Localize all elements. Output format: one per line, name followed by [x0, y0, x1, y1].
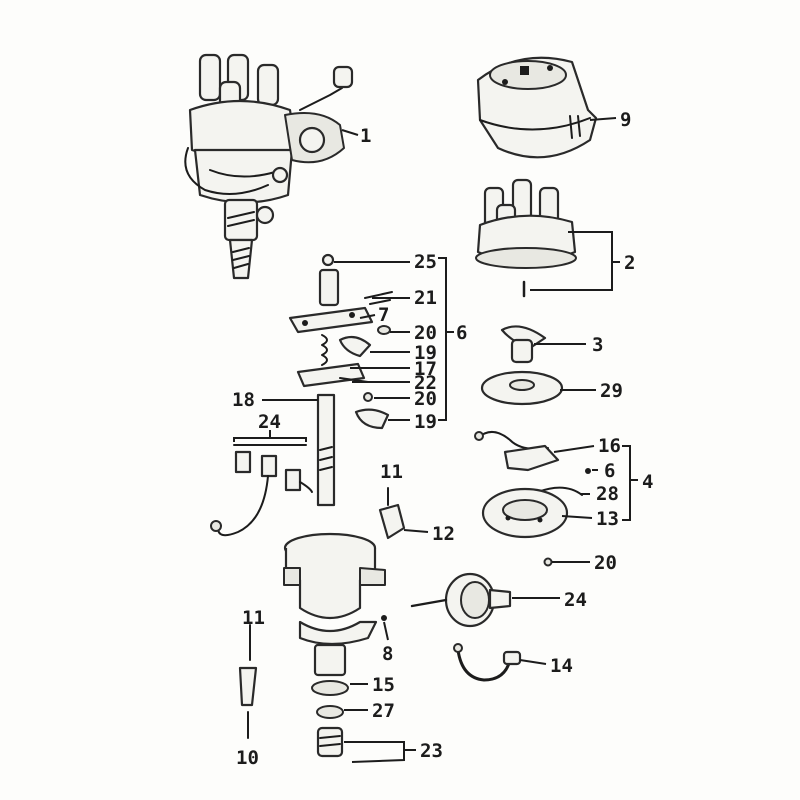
callout-18-label: 18 [232, 389, 255, 411]
callout-20-label-middle: 20 [414, 388, 437, 410]
callout-8-label: 8 [382, 643, 393, 665]
callout-23-label: 23 [420, 740, 443, 762]
washer-plate-part [480, 370, 564, 406]
callout-16-label: 16 [598, 435, 621, 457]
callout-4-label: 4 [642, 471, 653, 493]
callout-19-label-upper: 19 [414, 342, 437, 364]
callout-17-label: 17 [414, 358, 437, 380]
callout-11-label-upper: 11 [380, 461, 403, 483]
contact-clip-part [378, 487, 406, 540]
retaining-clip-part [238, 624, 258, 739]
vacuum-hose-part [453, 643, 522, 682]
callout-12-label: 12 [432, 523, 455, 545]
callout-7-label: 7 [378, 304, 389, 326]
rotor-part [500, 325, 547, 364]
callout-14-label: 14 [550, 655, 573, 677]
distributor-assembly-part [184, 53, 354, 280]
wiring-lead-assembly-part [210, 444, 313, 537]
distributor-housing-part [283, 532, 387, 758]
callout-27-label: 27 [372, 700, 395, 722]
callout-labels: 1 9 2 25 21 7 20 6 19 17 22 20 19 18 3 2… [232, 109, 653, 769]
callout-20-label-lower: 20 [594, 552, 617, 574]
callout-13-label: 13 [596, 508, 619, 530]
callout-25-label: 25 [414, 251, 437, 273]
callout-6-label: 6 [456, 322, 467, 344]
leader-lines [233, 117, 638, 763]
vacuum-advance-unit-part [410, 572, 512, 628]
callout-11-label-lower: 11 [242, 607, 265, 629]
callout-24-label-vacuum: 24 [564, 589, 587, 611]
callout-1-label: 1 [360, 125, 371, 147]
callout-10-label: 10 [236, 747, 259, 769]
callout-19-label-lower: 19 [414, 411, 437, 433]
callout-6-label-breaker: 6 [604, 460, 615, 482]
callout-22-label: 22 [414, 372, 437, 394]
governor-shaft-assembly-part [288, 253, 393, 507]
callout-28-label: 28 [596, 483, 619, 505]
callout-21-label: 21 [414, 287, 437, 309]
callout-2-label: 2 [624, 252, 635, 274]
callout-20-label-upper: 20 [414, 322, 437, 344]
callout-9-label: 9 [620, 109, 631, 131]
callout-3-label: 3 [592, 334, 603, 356]
callout-24-label-wiring: 24 [258, 411, 281, 433]
dust-cover-part [476, 56, 598, 159]
breaker-plate-assembly-part [474, 431, 591, 567]
callout-29-label: 29 [600, 380, 623, 402]
distributor-cap-part [475, 178, 577, 298]
callout-15-label: 15 [372, 674, 395, 696]
